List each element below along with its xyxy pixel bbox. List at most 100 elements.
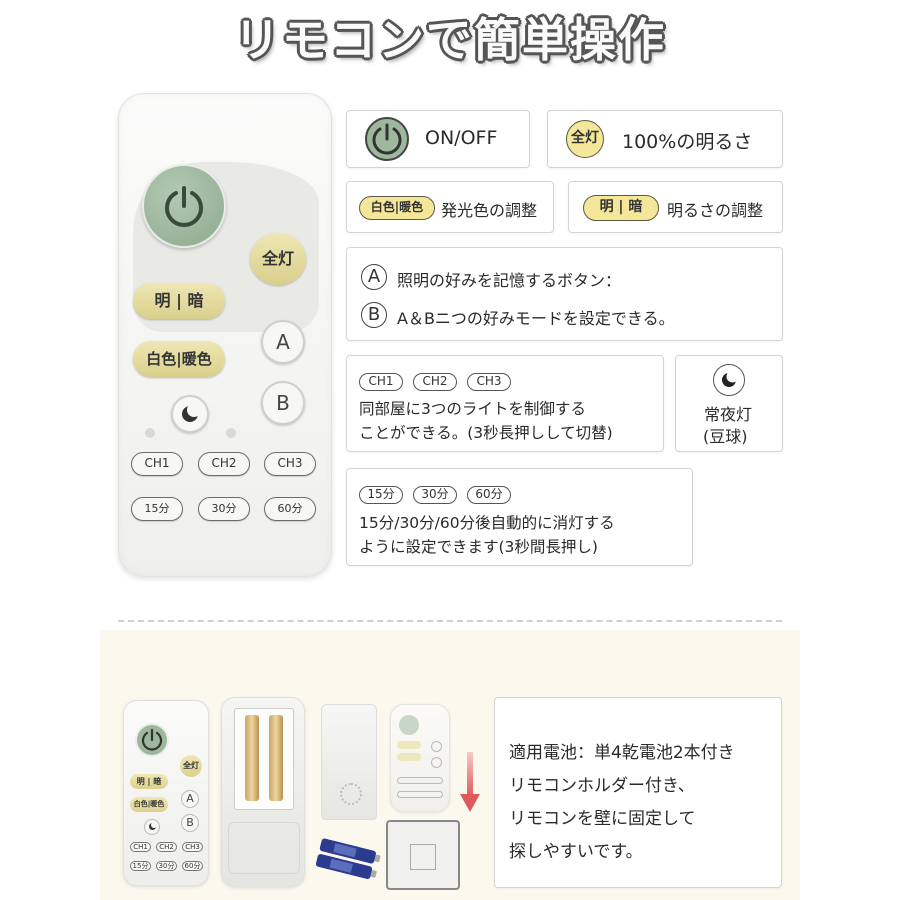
b-letter-icon: B (361, 302, 387, 328)
ch1-tag-label: CH1 (368, 374, 394, 388)
timer-line1: 15分/30分/60分後自動的に消灯する (359, 514, 615, 532)
small-ch1-label: CH1 (133, 843, 148, 851)
night-light-button (171, 395, 209, 433)
battery-info-box: 適用電池：単4乾電池2本付き リモコンホルダー付き、 リモコンを壁に固定して 探… (494, 697, 782, 888)
faded-oval-row-2 (397, 791, 443, 798)
all-light-label: 全灯 (261, 249, 294, 268)
power-button (142, 164, 226, 248)
small-ch3: CH3 (182, 842, 203, 852)
ch2-tag-label: CH2 (422, 374, 448, 388)
timer-box: 15分 30分 60分 15分/30分/60分後自動的に消灯する ように設定でき… (346, 468, 693, 566)
remote-back-battery-compartment (221, 697, 305, 887)
all-light-button: 全灯 (250, 233, 306, 285)
small-remote-front: 全灯 明 | 暗 白色|暖色 A B CH1 CH2 CH3 15分 30分 6… (123, 700, 209, 886)
small-b-button: B (181, 814, 199, 832)
holder-inner-slot (410, 844, 436, 870)
a-button: A (261, 320, 305, 364)
color-tag: 白色|暖色 (359, 196, 435, 220)
moon-icon (182, 403, 201, 422)
battery-cell-right (269, 715, 283, 801)
small-a-button: A (181, 790, 199, 808)
ch1-label: CH1 (144, 456, 170, 470)
brightness-label: 明るさの調整 (667, 201, 764, 220)
color-label: 発光色の調整 (441, 201, 538, 220)
a-letter: A (367, 266, 381, 287)
small-night-button (144, 819, 160, 835)
faded-pill-1 (397, 741, 421, 749)
ch3-label: CH3 (277, 456, 303, 470)
small-t60-label: 60分 (184, 862, 201, 870)
color-button: 白色|暖色 (133, 341, 225, 377)
b-button: B (261, 381, 305, 425)
small-ch3-label: CH3 (185, 843, 200, 851)
faded-round-a (431, 741, 442, 752)
timer-line2: ように設定できます(3秒間長押し) (359, 538, 598, 556)
onoff-box: ON/OFF (346, 110, 530, 168)
a-letter-icon: A (361, 264, 387, 290)
full-light-tag: 全灯 (566, 120, 604, 158)
timer-60-tag: 60分 (467, 486, 511, 504)
arrow-down-icon (460, 752, 480, 812)
ch2-tag: CH2 (413, 373, 457, 391)
night-light-line2: (豆球) (703, 427, 748, 446)
battery-line2: リモコンホルダー付き、 (509, 776, 695, 796)
aaa-batteries-icon (315, 838, 381, 879)
small-t15: 15分 (130, 861, 151, 871)
timer-30-tag-label: 30分 (421, 487, 449, 501)
small-ch1: CH1 (130, 842, 151, 852)
timer-15-tag-label: 15分 (367, 487, 395, 501)
timer-60-tag-label: 60分 (475, 487, 503, 501)
indicator-dot-left (145, 428, 155, 438)
small-t30-label: 30分 (158, 862, 175, 870)
timer-15-button: 15分 (131, 497, 183, 521)
timer-15-tag: 15分 (359, 486, 403, 504)
night-light-line1: 常夜灯 (704, 405, 753, 424)
small-all-light-button: 全灯 (180, 755, 202, 777)
small-a-label: A (186, 792, 194, 805)
brightness-tag-label: 明 | 暗 (599, 199, 643, 215)
moon-icon (148, 822, 157, 830)
timer-30-label: 30分 (211, 502, 237, 515)
color-label: 白色|暖色 (146, 350, 212, 368)
small-t15-label: 15分 (132, 862, 149, 870)
power-icon (372, 123, 402, 155)
full-light-tag-label: 全灯 (571, 130, 599, 146)
dashed-divider (118, 620, 782, 622)
power-icon (141, 728, 163, 751)
ch1-button: CH1 (131, 452, 183, 476)
battery-line3: リモコンを壁に固定して (509, 809, 696, 829)
full-light-label: 100%の明るさ (622, 131, 753, 153)
small-ch2: CH2 (156, 842, 177, 852)
ch3-tag: CH3 (467, 373, 511, 391)
holder-dot-pattern (340, 783, 362, 805)
faded-power-button (399, 715, 419, 735)
faded-pill-2 (397, 753, 421, 761)
ch3-tag-label: CH3 (476, 374, 502, 388)
small-t30: 30分 (156, 861, 177, 871)
night-light-box: 常夜灯 (豆球) (675, 355, 783, 452)
small-bright-label: 明 | 暗 (136, 777, 162, 786)
back-cover-seam (228, 822, 300, 874)
wall-holder-plate (386, 820, 460, 890)
battery-cell-left (245, 715, 259, 801)
timer-30-button: 30分 (198, 497, 250, 521)
battery-slot (234, 708, 294, 810)
ch1-tag: CH1 (359, 373, 403, 391)
memory-b-text: A＆Bニつの好みモードを設定できる。 (397, 309, 675, 328)
page-title: リモコンで簡単操作 (234, 13, 666, 67)
ch2-label: CH2 (211, 456, 237, 470)
small-all-light-label: 全灯 (183, 761, 199, 770)
bright-dark-button: 明 | 暗 (133, 283, 225, 319)
channel-line2: ことができる。(3秒長押しして切替) (359, 424, 613, 442)
b-label: B (276, 391, 290, 415)
battery-line4: 探しやすいです。 (509, 842, 643, 862)
night-light-icon-badge (713, 364, 745, 396)
power-icon (165, 186, 203, 227)
brightness-box: 明 | 暗 明るさの調整 (568, 181, 783, 233)
channel-line1: 同部屋に3つのライトを制御する (359, 400, 586, 418)
channel-box: CH1 CH2 CH3 同部屋に3つのライトを制御する ことができる。(3秒長押… (346, 355, 664, 452)
power-icon-badge (365, 117, 409, 161)
small-color-label: 白色|暖色 (133, 800, 165, 808)
indicator-dot-right (226, 428, 236, 438)
onoff-label: ON/OFF (425, 127, 498, 149)
